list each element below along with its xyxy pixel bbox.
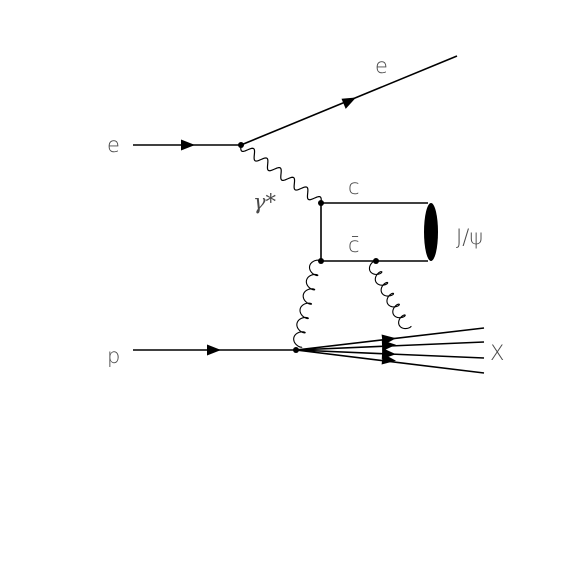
remnant-fan (295, 327, 485, 374)
vertex-electron (238, 142, 244, 148)
label-electron-out: e (375, 54, 388, 78)
label-photon: γ* (253, 190, 277, 214)
label-charm: c (348, 175, 360, 199)
gluon-line-right (368, 260, 412, 330)
label-jpsi: J/ψ (456, 225, 483, 249)
label-remnant: X (490, 341, 504, 365)
electron-in-arrow (181, 139, 195, 151)
label-anticharm: c̄ (348, 233, 360, 257)
vertex-gluon-right-top (373, 258, 379, 264)
remnant-arrow (381, 340, 396, 352)
vertex-gluon-left-top (318, 258, 324, 264)
remnant-arrow (381, 353, 396, 365)
label-proton: p (107, 344, 120, 368)
vertex-proton (293, 347, 299, 353)
proton-in-arrow (207, 344, 221, 356)
label-electron-in: e (107, 133, 120, 157)
vertex-photon-charm (318, 200, 324, 206)
electron-out-arrow (341, 97, 356, 109)
gluon-line-left (293, 259, 322, 348)
photon-propagator (240, 144, 322, 204)
jpsi-blob (424, 203, 438, 261)
